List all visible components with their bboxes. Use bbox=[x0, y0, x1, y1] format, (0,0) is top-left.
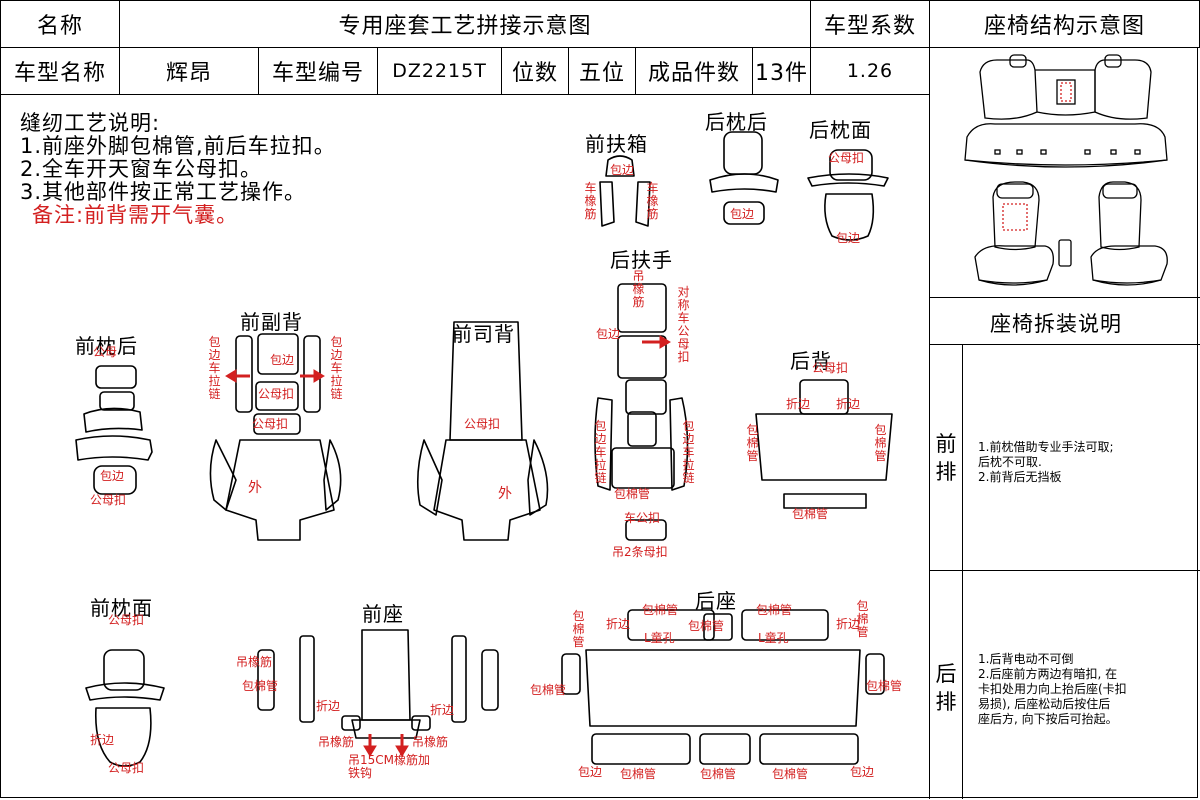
ann-rear-back-left: 包棉管 bbox=[746, 423, 759, 463]
struct-label: 座椅结构示意图 bbox=[929, 0, 1200, 48]
ann-rear-seat-zhebian-right: 折边 bbox=[836, 617, 861, 631]
ann-driver-outer: 外 bbox=[498, 486, 512, 502]
ann-rear-pillow-face-gongmukou: 公母扣 bbox=[828, 151, 865, 165]
ann-passenger-right-zip: 包边车拉链 bbox=[330, 335, 343, 401]
ann-rear-seat-bottom-3: 包棉管 bbox=[772, 767, 809, 781]
seats-label: 位数 bbox=[501, 47, 569, 95]
seat-structure-illustration bbox=[964, 54, 1168, 286]
ann-front-seat-hook: 吊15CM橡筋加铁钩 bbox=[348, 753, 431, 780]
row-label-divider bbox=[962, 344, 963, 799]
disassembly-divider bbox=[929, 344, 1200, 345]
ann-front-armbox-right: 车橡筋 bbox=[646, 181, 659, 221]
ann-front-pillow-back-baobian: 包边 bbox=[100, 469, 125, 483]
page-title: 专用座套工艺拼接示意图 bbox=[119, 0, 811, 48]
ann-rear-back-zhebian-left: 折边 bbox=[786, 397, 811, 411]
ann-rear-seat-left: 包棉管 bbox=[572, 609, 585, 649]
label-rear-seat: 后座 bbox=[695, 589, 737, 613]
ann-rear-armrest-diao2: 吊2条母扣 bbox=[612, 545, 668, 559]
pieces-value: 13件 bbox=[752, 47, 811, 95]
ann-rear-pillow-back-baobian: 包边 bbox=[730, 207, 755, 221]
ann-front-seat-zhebian-right: 折边 bbox=[430, 703, 455, 717]
ann-front-seat-diao: 吊橡筋 bbox=[236, 655, 273, 669]
notes-remark: 备注:前背需开气囊。 bbox=[32, 203, 239, 227]
notes-line-2: 2.全车开天窗车公母扣。 bbox=[20, 157, 263, 181]
pieces-label: 成品件数 bbox=[635, 47, 753, 95]
sewing-notes: 缝纫工艺说明: 1.前座外脚包棉管,前后车拉扣。 2.全车开天窗车公母扣。 3.… bbox=[20, 112, 336, 227]
disassembly-title: 座椅拆装说明 bbox=[990, 312, 1122, 336]
coef-value: 1.26 bbox=[810, 47, 930, 95]
model-name-label: 车型名称 bbox=[0, 47, 120, 95]
ann-rear-back-right: 包棉管 bbox=[874, 423, 887, 463]
ann-rear-back-gongmukou: 公母扣 bbox=[812, 361, 849, 375]
label-front-driver-back: 前司背 bbox=[452, 322, 515, 346]
ann-rear-seat-baomianguan-1: 包棉管 bbox=[642, 603, 679, 617]
ann-front-pillow-face-zhebian: 折边 bbox=[90, 733, 115, 747]
ann-rear-seat-baomianguan-2: 包棉管 bbox=[756, 603, 793, 617]
row-divider bbox=[929, 570, 1200, 571]
right-panel-divider bbox=[929, 47, 930, 799]
ann-rear-seat-right: 包棉管 bbox=[856, 599, 869, 639]
notes-line-1: 1.前座外脚包棉管,前后车拉扣。 bbox=[20, 134, 336, 158]
ann-rear-seat-tongkong-2: L童孔 bbox=[758, 631, 789, 645]
ann-rear-seat-tongkong-1: L童孔 bbox=[644, 631, 675, 645]
label-rear-pillow-back: 后枕后 bbox=[705, 110, 768, 134]
ann-front-armbox-baobian: 包边 bbox=[610, 163, 635, 177]
ann-rear-armrest-diao: 吊橡筋 bbox=[632, 269, 645, 309]
ann-rear-armrest-chegongkou: 车公扣 bbox=[624, 511, 661, 525]
ann-rear-seat-bottom-1: 包棉管 bbox=[620, 767, 657, 781]
notes-line-3: 3.其他部件按正常工艺操作。 bbox=[20, 180, 307, 204]
ann-passenger-outer: 外 bbox=[248, 480, 262, 496]
coef-label: 车型系数 bbox=[810, 0, 930, 48]
label-rear-armrest: 后扶手 bbox=[610, 248, 673, 272]
ann-rear-armrest-duicheng: 对称车公母扣 bbox=[677, 285, 690, 364]
label-front-armbox: 前扶箱 bbox=[585, 132, 648, 156]
notes-title: 缝纫工艺说明: bbox=[20, 111, 161, 135]
ann-front-pillow-back-gongmu: 公母 bbox=[93, 345, 118, 359]
ann-front-armbox-left: 车橡筋 bbox=[584, 181, 597, 221]
label-rear-back: 后背 bbox=[790, 349, 832, 373]
ann-rear-seat-left-baomianguan: 包棉管 bbox=[530, 683, 567, 697]
seats-value: 五位 bbox=[568, 47, 636, 95]
ann-rear-armrest-left-zip: 包边车拉链 bbox=[594, 419, 607, 485]
rear-row-label: 后排 bbox=[935, 662, 957, 714]
model-code: DZ2215T bbox=[377, 47, 502, 95]
ann-driver-gongmukou: 公母扣 bbox=[464, 417, 501, 431]
label-front-pillow-back: 前枕后 bbox=[75, 334, 138, 358]
ann-rear-seat-right-baomianguan: 包棉管 bbox=[866, 679, 903, 693]
pattern-pieces bbox=[75, 131, 893, 767]
ann-rear-pillow-face-baobian: 包边 bbox=[836, 231, 861, 245]
ann-passenger-left-zip: 包边车拉链 bbox=[208, 335, 221, 401]
name-label: 名称 bbox=[0, 0, 120, 48]
ann-front-pillow-face-gongmukou-2: 公母扣 bbox=[108, 761, 145, 775]
ann-front-seat-diao-right: 吊橡筋 bbox=[412, 735, 449, 749]
ann-front-pillow-back-gongmukou: 公母扣 bbox=[90, 493, 127, 507]
label-front-pillow-face: 前枕面 bbox=[90, 596, 153, 620]
label-front-passenger-back: 前副背 bbox=[240, 310, 303, 334]
front-row-label: 前排 bbox=[935, 432, 957, 484]
ann-rear-back-bottom: 包棉管 bbox=[792, 507, 829, 521]
rear-row-notes: 1.后背电动不可倒 2.后座前方两边有暗扣, 在 卡扣处用力向上抬后座(卡扣 易… bbox=[978, 652, 1127, 726]
model-code-label: 车型编号 bbox=[258, 47, 378, 95]
ann-rear-seat-zhebian-left: 折边 bbox=[606, 617, 631, 631]
ann-rear-seat-baomianguan-3: 包棉管 bbox=[688, 619, 725, 633]
ann-rear-seat-baobian-1: 包边 bbox=[578, 765, 603, 779]
struct-divider bbox=[929, 297, 1200, 298]
label-rear-pillow-face: 后枕面 bbox=[809, 118, 872, 142]
ann-front-pillow-face-gongmukou: 公母扣 bbox=[108, 613, 145, 627]
ann-rear-armrest-baomianguan: 包棉管 bbox=[614, 487, 651, 501]
front-row-notes: 1.前枕借助专业手法可取; 后枕不可取. 2.前背后无挡板 bbox=[978, 440, 1114, 484]
ann-rear-seat-bottom-2: 包棉管 bbox=[700, 767, 737, 781]
ann-rear-seat-baobian-2: 包边 bbox=[850, 765, 875, 779]
ann-front-seat-diao-left: 吊橡筋 bbox=[318, 735, 355, 749]
ann-rear-back-zhebian-right: 折边 bbox=[836, 397, 861, 411]
ann-front-seat-baomianguan: 包棉管 bbox=[242, 679, 279, 693]
ann-rear-armrest-baobian: 包边 bbox=[596, 327, 621, 341]
ann-passenger-baobian: 包边 bbox=[270, 353, 295, 367]
ann-passenger-gongmukou-2: 公母扣 bbox=[252, 417, 289, 431]
ann-front-seat-zhebian-left: 折边 bbox=[316, 699, 341, 713]
label-front-seat: 前座 bbox=[362, 602, 404, 626]
ann-passenger-gongmukou-1: 公母扣 bbox=[258, 387, 295, 401]
ann-rear-armrest-right-zip: 包边车拉链 bbox=[682, 419, 695, 485]
model-name: 辉昂 bbox=[119, 47, 259, 95]
